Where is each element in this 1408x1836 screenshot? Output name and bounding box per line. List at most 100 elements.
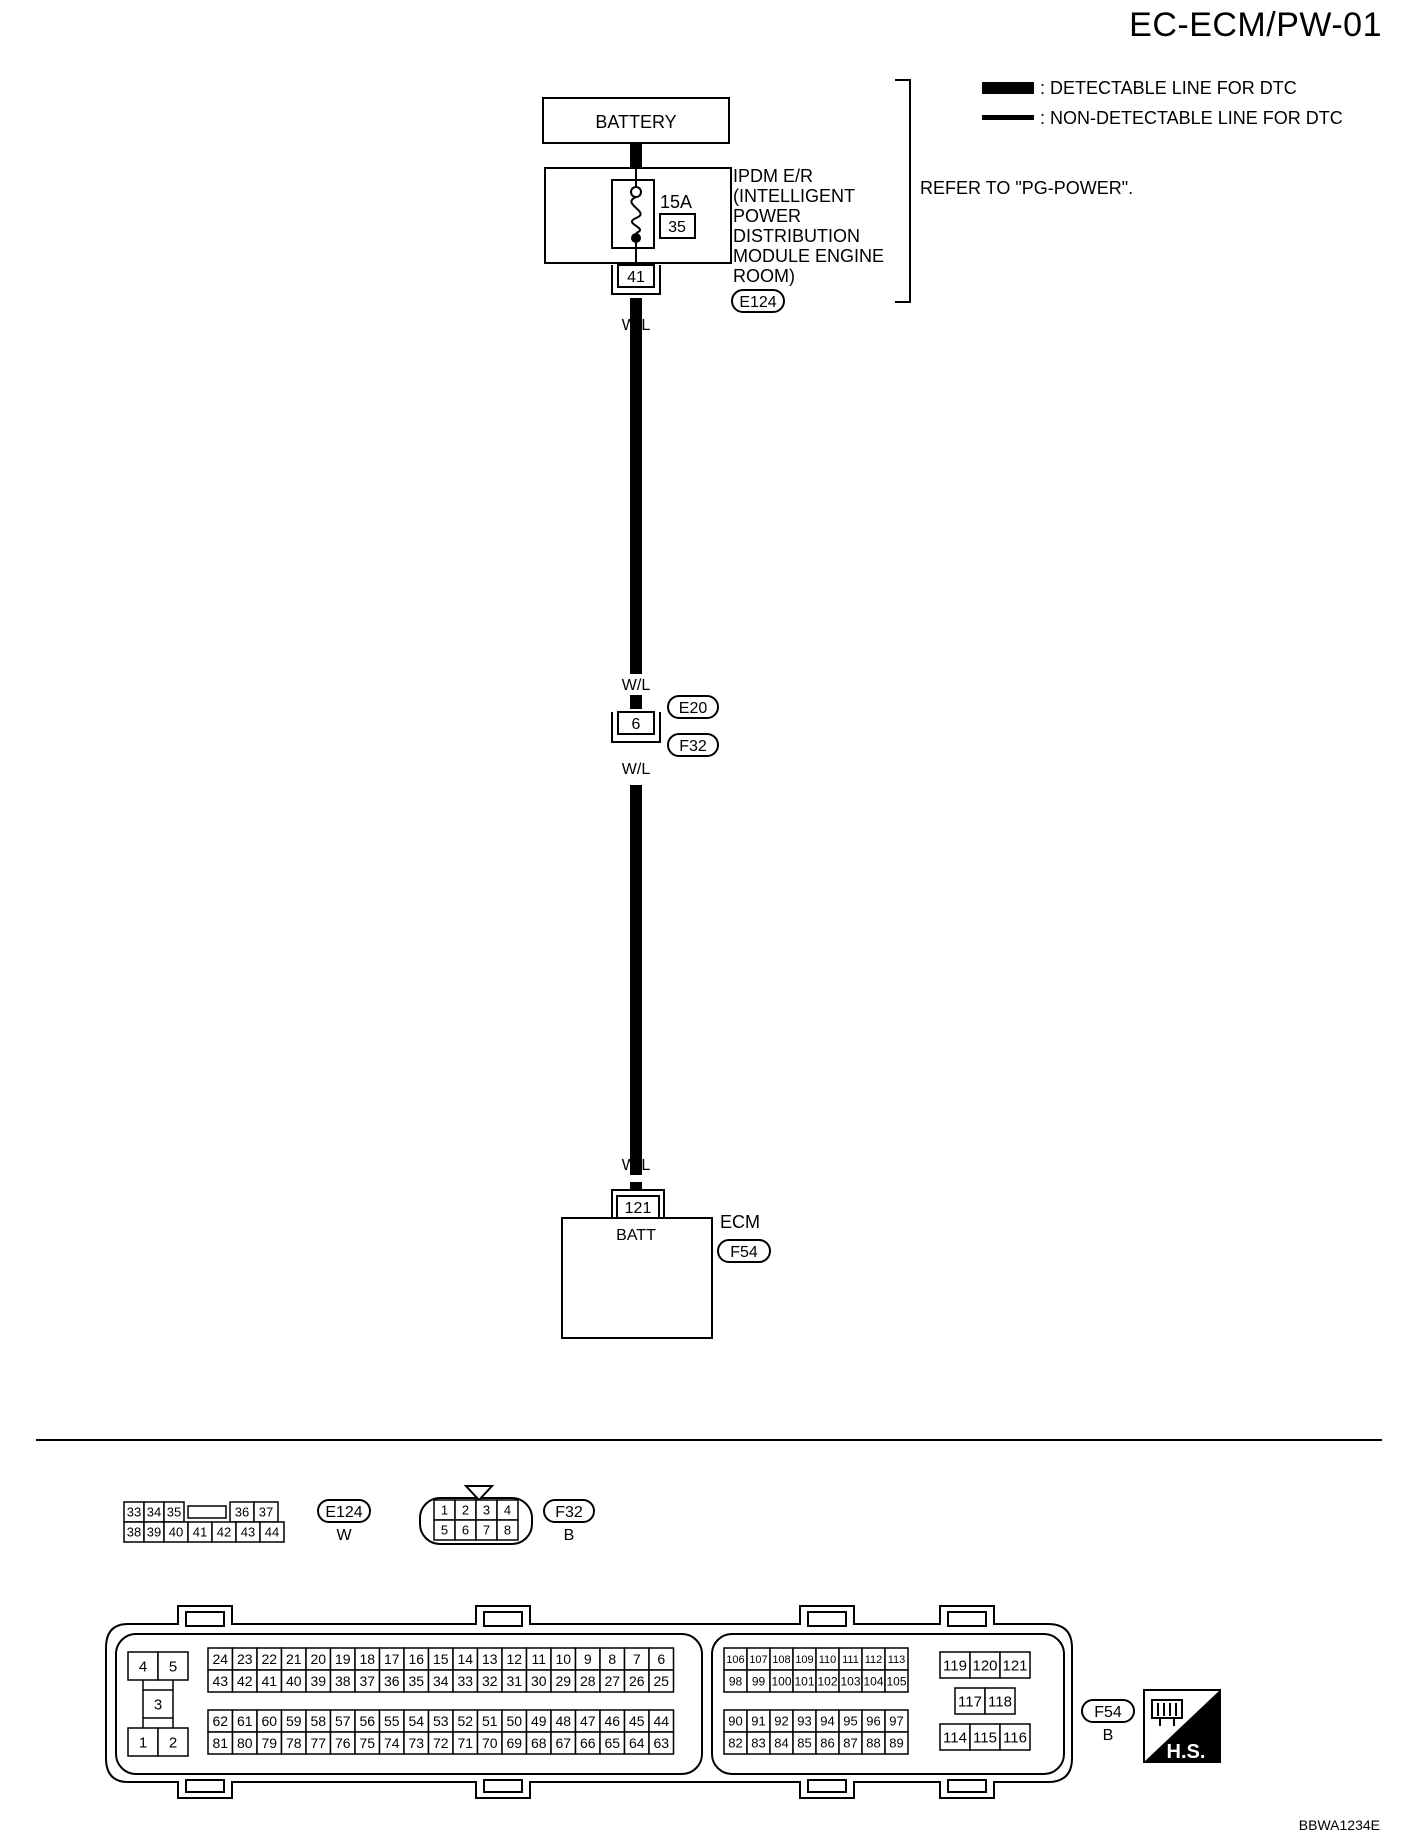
connector-pin-number: 6 [462, 1523, 469, 1538]
battery-box [542, 97, 730, 144]
connector-pin-number: 15 [433, 1651, 449, 1667]
connector-pin-number: 42 [237, 1673, 253, 1689]
connector-pin-number: 44 [265, 1525, 279, 1540]
connector-pin-number: 11 [531, 1651, 546, 1667]
wire-color-label-1: W/L [622, 317, 651, 334]
connector-pin-number: 31 [506, 1673, 522, 1689]
legend-non-detectable-label: : NON-DETECTABLE LINE FOR DTC [1040, 108, 1343, 128]
connector-pin-number: 59 [286, 1713, 302, 1729]
connector-pin-number: 103 [840, 1674, 860, 1688]
connector-pin-number: 28 [580, 1673, 596, 1689]
connector-pin-number: 35 [167, 1505, 181, 1520]
connector-pin-number: 26 [629, 1673, 645, 1689]
connector-pin-number: 4 [504, 1503, 511, 1518]
f54-right-inner-shell [711, 1633, 1065, 1775]
connector-pin-number: 60 [261, 1713, 277, 1729]
connector-pin-number: 64 [629, 1735, 645, 1751]
connector-id-f32-face: F32 [555, 1504, 583, 1521]
wire-battery-to-ipdm [630, 143, 642, 168]
connector-pin-number: 36 [235, 1505, 249, 1520]
connector-pin-number: 72 [433, 1735, 449, 1751]
connector-pin-number: 95 [843, 1714, 857, 1729]
connector-pin-number: 58 [310, 1713, 326, 1729]
connector-pin-number: 53 [433, 1713, 449, 1729]
connector-pin-number: 3 [483, 1503, 490, 1518]
connector-pin-number: 7 [483, 1523, 490, 1538]
joint-terminal: 6 [632, 716, 641, 733]
connector-pin-number: 39 [310, 1673, 326, 1689]
connector-pin-number: 35 [408, 1673, 424, 1689]
ecm-pin-label: BATT [616, 1227, 656, 1244]
connector-cavity [259, 1521, 285, 1543]
connector-pin-number: 39 [147, 1525, 161, 1540]
connector-blank-cavity [187, 1505, 227, 1519]
connector-pin-number: 79 [261, 1735, 277, 1751]
footer-code: BBWA1234E [1299, 1817, 1380, 1833]
connector-pin-number: 87 [843, 1736, 857, 1751]
refer-note: REFER TO "PG-POWER". [920, 178, 1133, 198]
connector-pin-number: 30 [531, 1673, 547, 1689]
connector-cavity [999, 1723, 1031, 1751]
page-title: EC-ECM/PW-01 [1129, 6, 1382, 44]
connector-pin-number: 92 [774, 1714, 788, 1729]
f32-latch [463, 1485, 495, 1502]
connector-pin-number: 104 [863, 1674, 883, 1688]
wire-color-label-4: W/L [622, 1157, 651, 1174]
connector-pin-number: 74 [384, 1735, 400, 1751]
connector-cavity [496, 1519, 519, 1541]
connector-pin-number: 66 [580, 1735, 596, 1751]
wire-segment-upper [630, 334, 642, 674]
connector-cavity [884, 1731, 909, 1755]
connector-pin-number: 37 [359, 1673, 375, 1689]
connector-pin-number: 111 [842, 1654, 859, 1666]
connector-id-e124-face: E124 [325, 1504, 362, 1521]
connector-id-f32-pill [667, 733, 719, 757]
connector-pin-number: 48 [555, 1713, 571, 1729]
connector-pin-number: 25 [653, 1673, 669, 1689]
connector-id-f54-face: F54 [1094, 1704, 1122, 1721]
f54-left-inner-shell [115, 1633, 703, 1775]
fuse-number: 35 [668, 219, 686, 236]
fuse-bottom-terminal [631, 233, 641, 243]
connector-pin-number: 27 [604, 1673, 620, 1689]
connector-pin-number: 4 [139, 1658, 147, 1675]
connector-pin-number: 34 [147, 1505, 161, 1520]
connector-pin-number: 36 [384, 1673, 400, 1689]
connector-pin-number: 106 [726, 1654, 744, 1666]
connector-pin-number: 3 [154, 1696, 162, 1713]
connector-pin-number: 82 [728, 1736, 742, 1751]
connector-pin-number: 85 [797, 1736, 811, 1751]
connector-cavity [142, 1689, 174, 1719]
terminal-41: 41 [627, 269, 645, 286]
wire-ipdm-to-joint [630, 298, 642, 334]
wire-color-label-2: W/L [622, 677, 651, 694]
connector-cavity [157, 1727, 189, 1757]
connector-cavity [969, 1723, 1001, 1751]
connector-id-e20: E20 [679, 700, 708, 717]
connector-id-f32: F32 [679, 738, 707, 755]
connector-pin-number: 81 [212, 1735, 228, 1751]
refer-bracket [895, 79, 911, 303]
connector-cavity [954, 1687, 986, 1715]
connector-pin-number: 6 [657, 1651, 665, 1667]
connector-pin-number: 42 [217, 1525, 231, 1540]
connector-pin-number: 5 [441, 1523, 448, 1538]
connector-pin-number: 55 [384, 1713, 400, 1729]
wire-joint-to-ecm [630, 785, 642, 1175]
connector-pin-number: 45 [629, 1713, 645, 1729]
connector-pin-number: 49 [531, 1713, 547, 1729]
connector-pin-number: 107 [749, 1654, 767, 1666]
hs-connector-icon [1151, 1699, 1183, 1726]
connector-pin-number: 65 [604, 1735, 620, 1751]
connector-pin-number: 108 [772, 1654, 790, 1666]
connector-pin-number: 50 [506, 1713, 522, 1729]
connector-cavity [648, 1731, 675, 1755]
connector-pin-number: 112 [865, 1654, 883, 1666]
legend-detectable-swatch [982, 82, 1034, 94]
fuse-icon [630, 196, 642, 234]
connector-pin-number: 41 [193, 1525, 207, 1540]
connector-pin-number: 100 [771, 1674, 791, 1688]
connector-cavity [984, 1687, 1016, 1715]
